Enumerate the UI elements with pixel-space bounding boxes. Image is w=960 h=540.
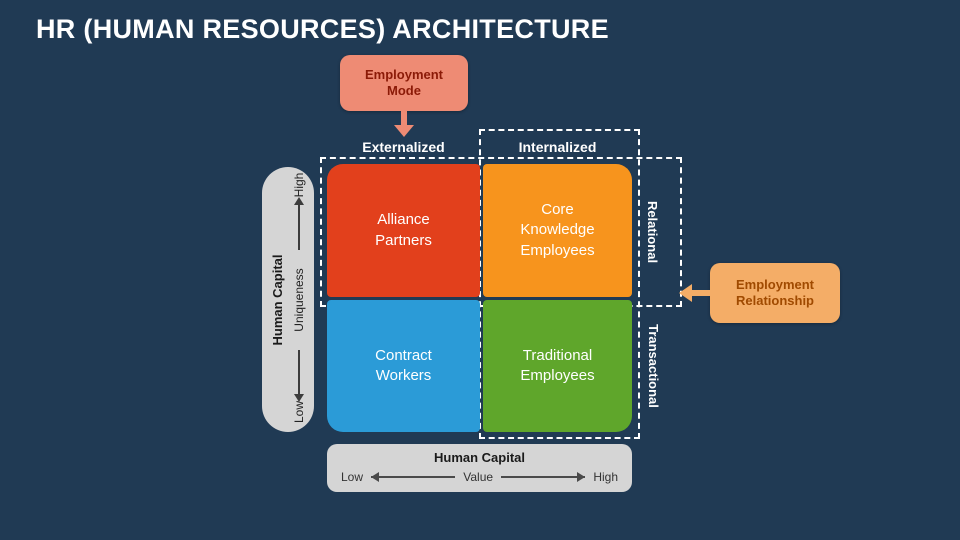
row-header-relational: Relational: [645, 200, 660, 264]
down-arrow-stem: [401, 111, 407, 126]
internalized-column-highlight: [479, 129, 640, 439]
horizontal-axis-low-label: Low: [341, 470, 364, 484]
quadrant-alliance-partners: Alliance Partners: [327, 164, 480, 297]
page-title: HR (HUMAN RESOURCES) ARCHITECTURE: [36, 14, 609, 44]
column-header-externalized: Externalized: [362, 139, 445, 155]
up-arrow-stem: [298, 205, 300, 250]
employment-relationship-label: Employment Relationship: [735, 276, 814, 308]
quadrant-traditional-employees: Traditional Employees: [483, 300, 632, 432]
column-header-internalized: Internalized: [518, 139, 597, 155]
vertical-axis-dimension: Uniqueness: [292, 268, 306, 332]
quadrant-label: Traditional Employees: [520, 346, 595, 384]
right-arrow-icon-axis: [501, 472, 586, 482]
employment-relationship-callout: Employment Relationship: [710, 263, 840, 323]
left-arrow-icon: [679, 284, 692, 302]
quadrant-label: Alliance Partners: [375, 211, 432, 249]
row-header-transactional: Transactional: [646, 324, 661, 408]
employment-mode-label: Employment Mode: [364, 66, 443, 98]
employment-mode-callout: Employment Mode: [340, 55, 468, 111]
vertical-axis-title: Human Capital: [270, 254, 285, 346]
vertical-axis-low-label: Low: [292, 401, 306, 424]
horizontal-axis-dimension: Value: [463, 470, 494, 484]
vertical-axis-bar: [262, 167, 314, 432]
left-arrow-stem: [692, 290, 711, 296]
quadrant-label: Core Knowledge Employees: [520, 201, 595, 259]
horizontal-axis-bar: Human Capital Low Value High: [327, 444, 632, 492]
horizontal-axis-title: Human Capital: [433, 450, 525, 465]
quadrant-label: Contract Workers: [375, 346, 432, 384]
up-arrow-icon: [294, 197, 304, 205]
down-arrow-icon-axis: [294, 394, 304, 402]
down-arrow-stem-axis: [298, 350, 300, 395]
left-arrow-icon-axis: [371, 472, 456, 482]
quadrant-contract-workers: Contract Workers: [327, 300, 480, 432]
quadrant-core-knowledge-employees: Core Knowledge Employees: [483, 164, 632, 297]
down-arrow-icon: [394, 125, 414, 137]
horizontal-axis-high-label: High: [593, 470, 619, 484]
horizontal-axis-scale: Low Value High: [327, 465, 632, 484]
